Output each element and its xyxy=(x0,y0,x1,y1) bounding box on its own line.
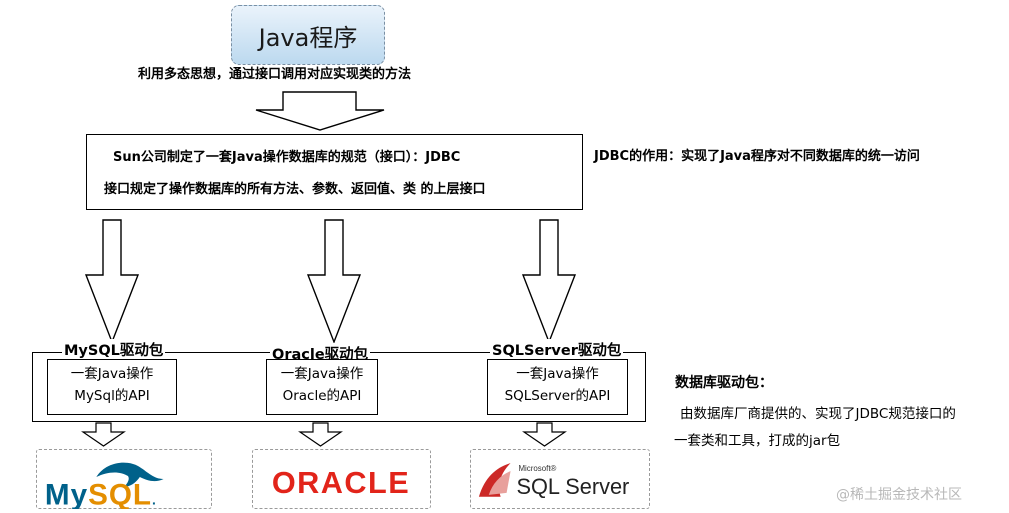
oracle-logo-text: ORACLE xyxy=(272,466,410,500)
jdbc-spec-box: Sun公司制定了一套Java操作数据库的规范（接口）：JDBC 接口规定了操作数… xyxy=(86,134,583,210)
arrow-sqlserver-to-logo xyxy=(522,422,567,447)
sqlserver-logo: Microsoft® SQL Server xyxy=(478,463,629,499)
oracle-logo-frame: ORACLE xyxy=(252,449,431,509)
mysql-api-box: 一套Java操作 MySql的API xyxy=(47,359,177,415)
mysql-logo-frame: MySQL. xyxy=(36,449,212,509)
arrow-jdbc-to-oracle xyxy=(306,219,362,344)
arrow-jdbc-to-mysql xyxy=(84,219,140,344)
sqlserver-logo-frame: Microsoft® SQL Server xyxy=(470,449,650,509)
sqlserver-driver-label: SQLServer驱动包 xyxy=(490,339,624,360)
sqlserver-swirl-icon xyxy=(478,463,511,497)
java-program-label: Java程序 xyxy=(258,23,358,52)
jdbc-role-note: JDBC的作用：实现了Java程序对不同数据库的统一访问 xyxy=(594,149,920,164)
jdbc-spec-line1: Sun公司制定了一套Java操作数据库的规范（接口）：JDBC xyxy=(113,150,461,165)
watermark: @稀土掘金技术社区 xyxy=(836,487,962,503)
sqlserver-api-line2: SQLServer的API xyxy=(504,388,611,404)
driver-package-title: 数据库驱动包： xyxy=(675,375,773,391)
oracle-api-line2: Oracle的API xyxy=(282,388,362,404)
mysql-driver-label: MySQL驱动包 xyxy=(62,339,166,360)
oracle-logo: ORACLE xyxy=(272,466,410,500)
sqlserver-api-box: 一套Java操作 SQLServer的API xyxy=(487,359,628,415)
driver-package-desc-line1: 由数据库厂商提供的、实现了JDBC规范接口的 xyxy=(680,406,956,422)
arrow-java-to-jdbc xyxy=(255,91,385,131)
sqlserver-api-line1: 一套Java操作 xyxy=(516,366,599,382)
polymorphism-note: 利用多态思想，通过接口调用对应实现类的方法 xyxy=(138,67,412,82)
arrow-oracle-to-logo xyxy=(298,422,343,447)
arrow-mysql-to-logo xyxy=(81,422,126,447)
mysql-logo: MySQL. xyxy=(45,462,164,509)
sqlserver-microsoft-text: Microsoft® xyxy=(518,464,556,473)
oracle-api-line1: 一套Java操作 xyxy=(280,366,364,382)
arrow-jdbc-to-sqlserver xyxy=(521,219,577,344)
java-program-box: Java程序 xyxy=(231,5,385,65)
driver-package-desc-line2: 一套类和工具，打成的jar包 xyxy=(674,433,841,449)
mysql-logo-text: MySQL. xyxy=(45,479,157,509)
jdbc-spec-line2: 接口规定了操作数据库的所有方法、参数、返回值、类 的上层接口 xyxy=(104,182,486,197)
mysql-api-line2: MySql的API xyxy=(74,388,150,404)
sqlserver-logo-text: SQL Server xyxy=(516,474,629,499)
oracle-api-box: 一套Java操作 Oracle的API xyxy=(266,359,378,415)
dolphin-icon xyxy=(96,462,164,487)
mysql-api-line1: 一套Java操作 xyxy=(70,366,154,382)
